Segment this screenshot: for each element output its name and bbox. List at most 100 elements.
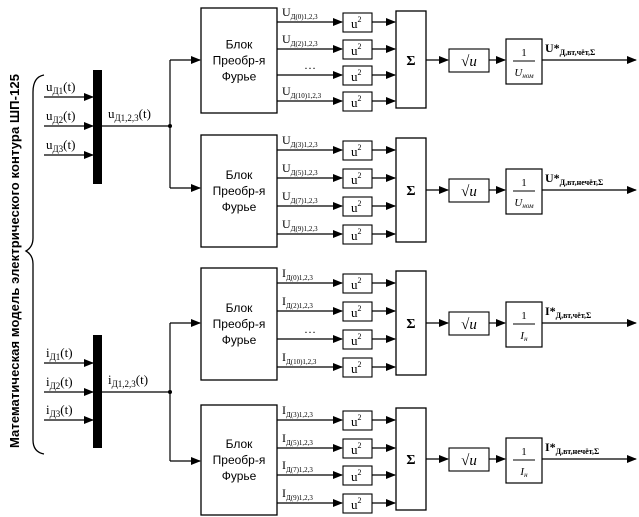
square-base: u	[351, 228, 358, 243]
input-label-base: u	[46, 79, 53, 94]
harmonic-label-base: U	[282, 133, 291, 147]
square-label: u2	[351, 199, 362, 215]
input-label-suffix: (t)	[60, 374, 72, 389]
gain-numerator: 1	[521, 47, 527, 59]
harmonic-label: UД(9)1,2,3	[282, 217, 318, 233]
output-label: I*Д,вт,нечёт,Σ	[545, 440, 599, 456]
sum-symbol: Σ	[406, 317, 415, 332]
harmonic-label-subscript: Д(7)1,2,3	[286, 466, 313, 474]
fourier-block-label: Блок	[226, 301, 254, 315]
square-exponent: 2	[358, 413, 362, 422]
square-base: u	[351, 172, 358, 187]
square-exponent: 2	[358, 332, 362, 341]
harmonic-label-subscript: Д(10)1,2,3	[286, 358, 317, 366]
square-base: u	[351, 305, 358, 320]
bus-label-base: u	[108, 106, 115, 121]
fourier-block-label: Блок	[226, 168, 254, 182]
square-label: u2	[351, 171, 362, 187]
output-label-base: I*	[545, 440, 556, 454]
harmonic-label-subscript: Д(9)1,2,3	[291, 225, 318, 233]
harmonic-label-subscript: Д(0)1,2,3	[286, 274, 313, 282]
sqrt-label: √u	[461, 54, 477, 70]
output-label-subscript: Д,вт,нечёт,Σ	[556, 447, 600, 456]
fourier-block-label: Фурье	[222, 200, 257, 214]
harmonic-label-base: U	[282, 5, 291, 19]
gain-denominator: Iн	[519, 330, 528, 343]
square-label: u2	[351, 360, 362, 376]
square-base: u	[351, 361, 358, 376]
square-base: u	[351, 414, 358, 429]
harmonic-label: IД(10)1,2,3	[282, 350, 317, 366]
harmonic-label-subscript: Д(9)1,2,3	[286, 494, 313, 502]
square-label: u2	[351, 15, 362, 31]
gain-den-subscript: н	[524, 335, 528, 343]
fourier-block-label: Преобр-я	[213, 453, 266, 467]
gain-denominator: Uном	[514, 67, 534, 80]
gain-den-base: U	[514, 197, 523, 209]
bus-label-subscript: Д1,2,3	[115, 113, 140, 123]
sum-block	[395, 270, 427, 376]
output-label-base: U*	[545, 171, 560, 185]
harmonic-ellipsis: …	[304, 322, 316, 336]
harmonic-label-base: U	[282, 84, 291, 98]
harmonic-label-base: U	[282, 217, 291, 231]
harmonic-label-base: I	[282, 350, 286, 364]
harmonic-label-base: U	[282, 189, 291, 203]
output-label-subscript: Д,вт,чёт,Σ	[556, 311, 592, 320]
bus-label-subscript: Д1,2,3	[112, 379, 137, 389]
square-label: u2	[351, 304, 362, 320]
input-label-base: i	[46, 374, 50, 389]
square-exponent: 2	[358, 68, 362, 77]
harmonic-label-subscript: Д(3)1,2,3	[291, 141, 318, 149]
input-label-base: i	[46, 402, 50, 417]
harmonic-label: IД(7)1,2,3	[282, 458, 313, 474]
gain-den-base: I	[519, 330, 525, 342]
input-label: iД1(t)	[46, 345, 73, 362]
output-label-subscript: Д,вт,чёт,Σ	[560, 48, 596, 57]
square-label: u2	[351, 143, 362, 159]
square-exponent: 2	[358, 496, 362, 505]
fourier-block-label: Блок	[226, 437, 254, 451]
square-exponent: 2	[358, 42, 362, 51]
fourier-block-label: Преобр-я	[213, 184, 266, 198]
gain-numerator: 1	[521, 177, 527, 189]
fourier-block	[200, 7, 278, 114]
harmonic-label-subscript: Д(10)1,2,3	[291, 92, 322, 100]
input-label-subscript: Д1	[50, 352, 61, 362]
mux-bar	[93, 335, 102, 448]
fourier-block	[200, 404, 278, 516]
harmonic-label: IД(5)1,2,3	[282, 431, 313, 447]
harmonic-label-subscript: Д(5)1,2,3	[286, 439, 313, 447]
gain-denominator: Uном	[514, 197, 534, 210]
harmonic-label: IД(0)1,2,3	[282, 266, 313, 282]
input-label-subscript: Д1	[53, 86, 64, 96]
harmonic-label-base: I	[282, 403, 286, 417]
sqrt-label: √u	[461, 184, 477, 200]
sum-block	[395, 137, 427, 243]
input-label-base: u	[46, 137, 53, 152]
harmonic-ellipsis: …	[304, 58, 316, 72]
sum-symbol: Σ	[406, 54, 415, 69]
input-label: uД3(t)	[46, 137, 75, 154]
fourier-block-label: Фурье	[222, 333, 257, 347]
output-label-base: I*	[545, 304, 556, 318]
fourier-block-label: Фурье	[222, 469, 257, 483]
output-label: U*Д,вт,нечёт,Σ	[545, 171, 603, 187]
square-base: u	[351, 333, 358, 348]
harmonic-label-base: I	[282, 458, 286, 472]
square-label: u2	[351, 496, 362, 512]
square-label: u2	[351, 332, 362, 348]
sum-symbol: Σ	[406, 184, 415, 199]
input-label: uД2(t)	[46, 108, 75, 125]
input-label: uД1(t)	[46, 79, 75, 96]
square-base: u	[351, 43, 358, 58]
harmonic-label-base: I	[282, 294, 286, 308]
harmonic-label-base: U	[282, 161, 291, 175]
gain-den-subscript: ном	[522, 202, 534, 210]
fourier-block	[200, 134, 278, 248]
input-label-subscript: Д2	[50, 381, 61, 391]
fourier-block	[200, 267, 278, 381]
sum-block	[395, 407, 427, 511]
harmonic-label-subscript: Д(3)1,2,3	[286, 411, 313, 419]
